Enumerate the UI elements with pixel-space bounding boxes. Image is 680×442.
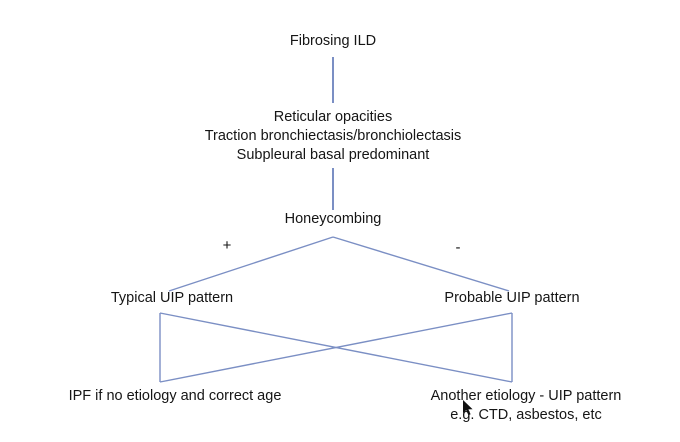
- feature-subpleural-basal: Subpleural basal predominant: [236, 147, 430, 163]
- node-outcome-another-etiology-line1: Another etiology - UIP pattern: [430, 388, 622, 404]
- node-fibrosing-ild: Fibrosing ILD: [233, 32, 433, 51]
- connector-decision-to-typical: [168, 236, 334, 292]
- node-typical-uip-label: Typical UIP pattern: [110, 290, 234, 306]
- node-imaging-features: Reticular opacities Traction bronchiecta…: [158, 108, 508, 165]
- node-typical-uip-pattern: Typical UIP pattern: [52, 289, 292, 308]
- node-outcome-ipf-label: IPF if no etiology and correct age: [68, 388, 282, 404]
- mouse-pointer-icon: [463, 400, 473, 416]
- branch-label-negative: -: [455, 239, 461, 256]
- node-outcome-ipf: IPF if no etiology and correct age: [25, 387, 325, 406]
- node-probable-uip-label: Probable UIP pattern: [444, 290, 580, 306]
- node-outcome-another-etiology-line2: e.g. CTD, asbestos, etc: [450, 407, 602, 423]
- node-probable-uip-pattern: Probable UIP pattern: [392, 289, 632, 308]
- node-fibrosing-ild-label: Fibrosing ILD: [289, 33, 377, 49]
- feature-traction-bronchiectasis: Traction bronchiectasis/bronchiolectasis: [204, 128, 462, 144]
- node-outcome-another-etiology: Another etiology - UIP pattern e.g. CTD,…: [406, 387, 646, 425]
- branch-label-positive: +: [222, 237, 232, 254]
- node-honeycombing-decision: Honeycombing: [233, 210, 433, 229]
- connector-decision-to-probable: [332, 236, 510, 292]
- node-honeycombing-label: Honeycombing: [284, 211, 382, 227]
- feature-reticular-opacities: Reticular opacities: [273, 109, 393, 125]
- connector-probable-to-ipf: [159, 312, 513, 383]
